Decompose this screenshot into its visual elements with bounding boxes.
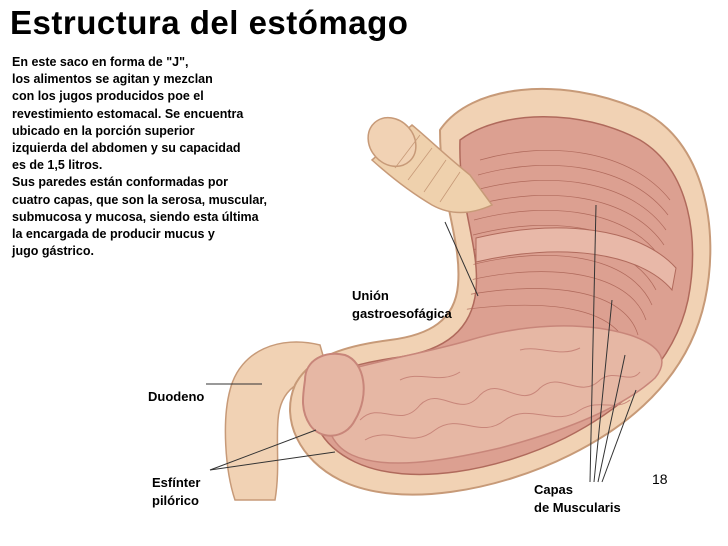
description-line: la encargada de producir mucus y — [12, 227, 215, 242]
leader-capas-3 — [597, 354, 626, 483]
leader-capas-2 — [593, 299, 613, 483]
description-line: los alimentos se agitan y mezclan — [12, 72, 213, 87]
esophagus-opening — [367, 116, 417, 168]
description-line: izquierda del abdomen y su capacidad — [12, 141, 241, 156]
slide-title: Estructura del estómago — [10, 4, 409, 41]
leader-lines — [206, 204, 637, 483]
leader-capas-4 — [601, 389, 637, 483]
description-line: revestimiento estomacal. Se encuentra — [12, 106, 244, 121]
label-union-gastroesofagica: Unión gastroesofágica — [352, 288, 452, 321]
description-line: En este saco en forma de "J", — [12, 55, 189, 69]
label-esfinter-pilorico: Esfínter pilórico — [152, 475, 201, 508]
description-line: es de 1,5 litros. — [12, 158, 103, 173]
leader-union — [444, 221, 479, 297]
mucosa-folds — [359, 347, 641, 441]
page-number: 18 — [652, 471, 668, 487]
label-duodeno: Duodeno — [148, 389, 205, 404]
description-line: jugo gástrico. — [12, 244, 94, 259]
description-line: Sus paredes están conformadas por — [12, 175, 229, 190]
description-text: En este saco en forma de "J", los alimen… — [12, 54, 342, 260]
submucosa-band — [475, 227, 677, 292]
label-capas-muscularis: Capas de Muscularis — [534, 482, 621, 515]
duodenum — [224, 341, 332, 501]
pyloric-sphincter — [302, 352, 365, 437]
leader-capas-1 — [589, 204, 597, 483]
leader-esfinter-1 — [209, 429, 317, 471]
description-line: cuatro capas, que son la serosa, muscula… — [12, 192, 267, 207]
description-line: con los jugos producidos poe el — [12, 89, 204, 104]
description-line: submucosa y mucosa, siendo esta última — [12, 209, 259, 224]
esophagus-rings — [394, 134, 461, 203]
description-line: ubicado en la porción superior — [12, 123, 195, 138]
leader-esfinter-2 — [209, 451, 336, 471]
